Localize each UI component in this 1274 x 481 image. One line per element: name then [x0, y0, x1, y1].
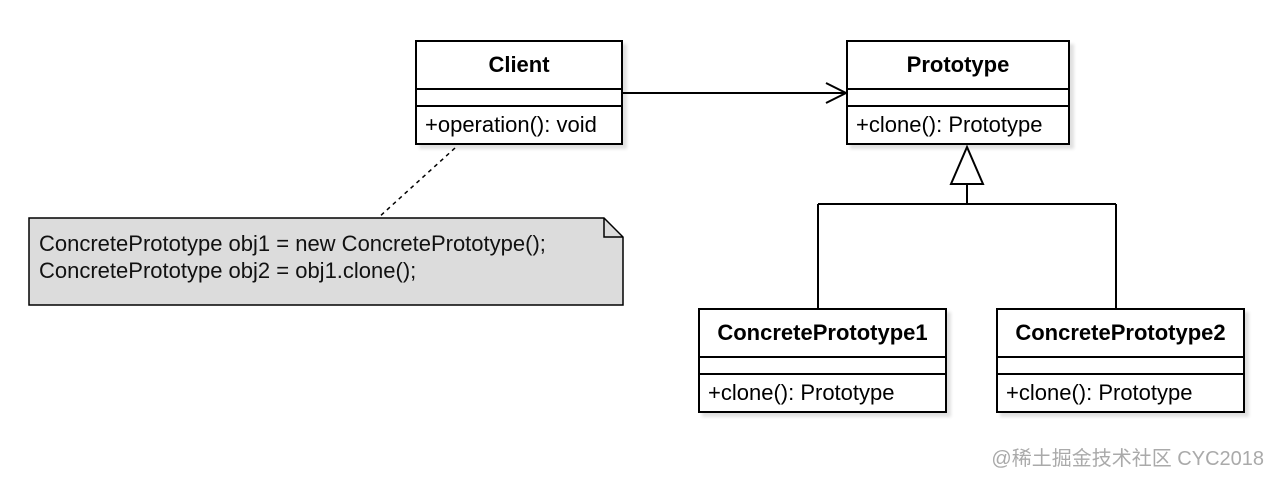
class-prototype: Prototype +clone(): Prototype — [846, 40, 1070, 145]
class-prototype-name: Prototype — [906, 52, 1010, 77]
class-concreteprototype2: ConcretePrototype2 +clone(): Prototype — [996, 308, 1245, 413]
class-concreteprototype1-attributes — [700, 356, 945, 373]
note-line-2: ConcretePrototype obj2 = obj1.clone(); — [39, 258, 417, 283]
note-anchor-line — [377, 147, 456, 219]
class-concreteprototype1-operation: +clone(): Prototype — [700, 373, 945, 411]
class-client-operation: +operation(): void — [417, 105, 621, 143]
class-client: Client +operation(): void — [415, 40, 623, 145]
class-concreteprototype2-operation: +clone(): Prototype — [998, 373, 1243, 411]
class-prototype-attributes — [848, 88, 1068, 105]
class-prototype-operation: +clone(): Prototype — [848, 105, 1068, 143]
note-text: ConcretePrototype obj1 = new ConcretePro… — [39, 230, 546, 284]
inheritance-triangle — [949, 144, 985, 185]
note-fold — [603, 218, 623, 238]
class-client-name: Client — [488, 52, 550, 77]
class-client-attributes — [417, 88, 621, 105]
class-concreteprototype1-name: ConcretePrototype1 — [717, 320, 928, 345]
note-line-1: ConcretePrototype obj1 = new ConcretePro… — [39, 231, 546, 256]
class-concreteprototype2-attributes — [998, 356, 1243, 373]
class-concreteprototype1: ConcretePrototype1 +clone(): Prototype — [698, 308, 947, 413]
note-shape — [28, 217, 624, 306]
class-concreteprototype2-name: ConcretePrototype2 — [1015, 320, 1226, 345]
watermark: @稀土掘金技术社区 CYC2018 — [991, 448, 1264, 470]
